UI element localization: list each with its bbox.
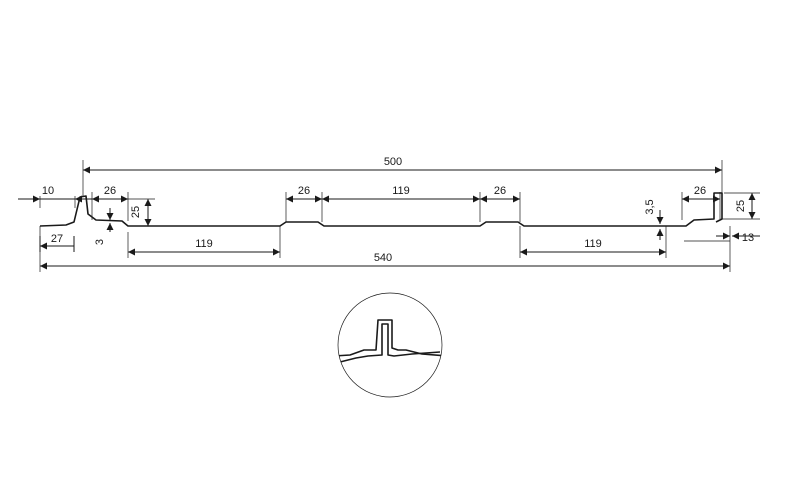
panel-profile (39, 192, 723, 227)
dim-500: 500 (384, 156, 402, 168)
dimension-lines (18, 166, 760, 270)
dim-27: 27 (51, 233, 63, 245)
dim-26-right: 26 (694, 185, 706, 197)
dim-3: 3 (94, 239, 106, 245)
dim-119-right: 119 (584, 238, 602, 250)
dim-25-right: 25 (735, 200, 747, 212)
dim-119-left: 119 (195, 238, 213, 250)
dim-26-center-right: 26 (494, 185, 506, 197)
dim-540: 540 (374, 252, 392, 264)
dim-13: 13 (742, 232, 754, 244)
dim-25-left: 25 (130, 206, 142, 218)
dim-26-center-left: 26 (298, 185, 310, 197)
dim-10: 10 (42, 185, 54, 197)
dim-119-center: 119 (392, 185, 410, 197)
dim-3-5: 3,5 (644, 199, 656, 214)
dim-26-left: 26 (104, 185, 116, 197)
seam-detail-view (337, 292, 443, 398)
